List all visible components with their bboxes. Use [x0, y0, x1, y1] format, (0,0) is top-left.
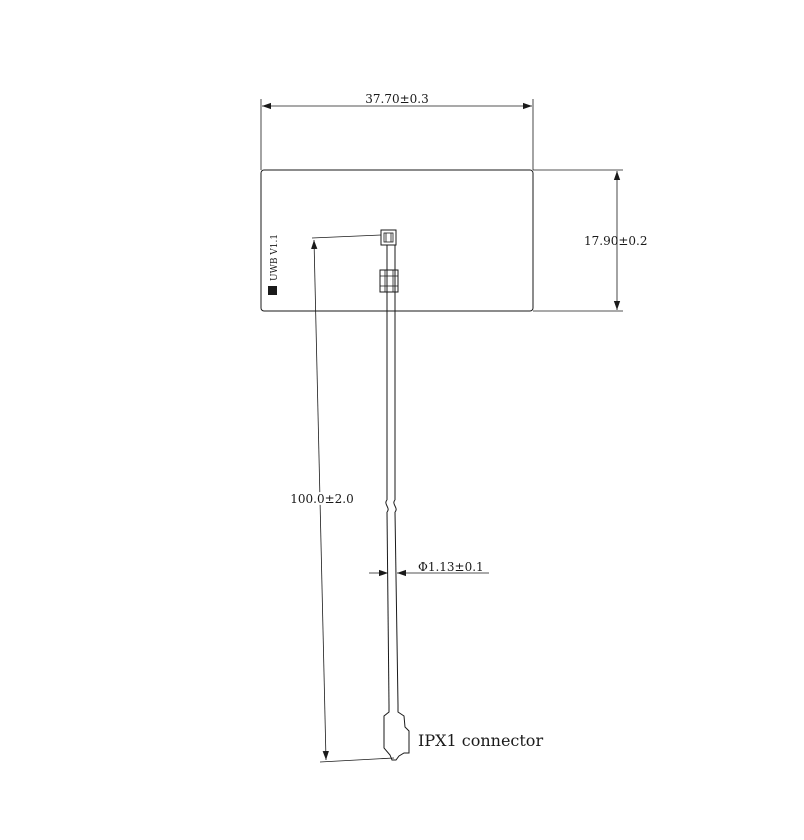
width-dimension: 37.70±0.3 [260, 92, 534, 170]
cable-diameter-label: Φ1.13±0.1 [418, 560, 484, 574]
width-dimension-label: 37.70±0.3 [365, 92, 429, 106]
board-marking: UWB V1.1 [268, 234, 280, 295]
height-dimension: 17.90±0.2 [533, 169, 648, 312]
connector-label: IPX1 connector [418, 731, 543, 750]
coax-cable [385, 245, 399, 706]
cable-diameter-dimension: Φ1.13±0.1 [369, 560, 489, 577]
height-dimension-label: 17.90±0.2 [584, 234, 648, 248]
feed-pad [380, 229, 397, 246]
antenna-board [260, 169, 534, 312]
board-logo-mark [268, 286, 277, 295]
board-label: UWB V1.1 [270, 234, 280, 281]
cable-length-dimension: 100.0±2.0 [288, 234, 395, 763]
ipx-connector [383, 705, 410, 761]
cable-length-label: 100.0±2.0 [290, 492, 354, 506]
